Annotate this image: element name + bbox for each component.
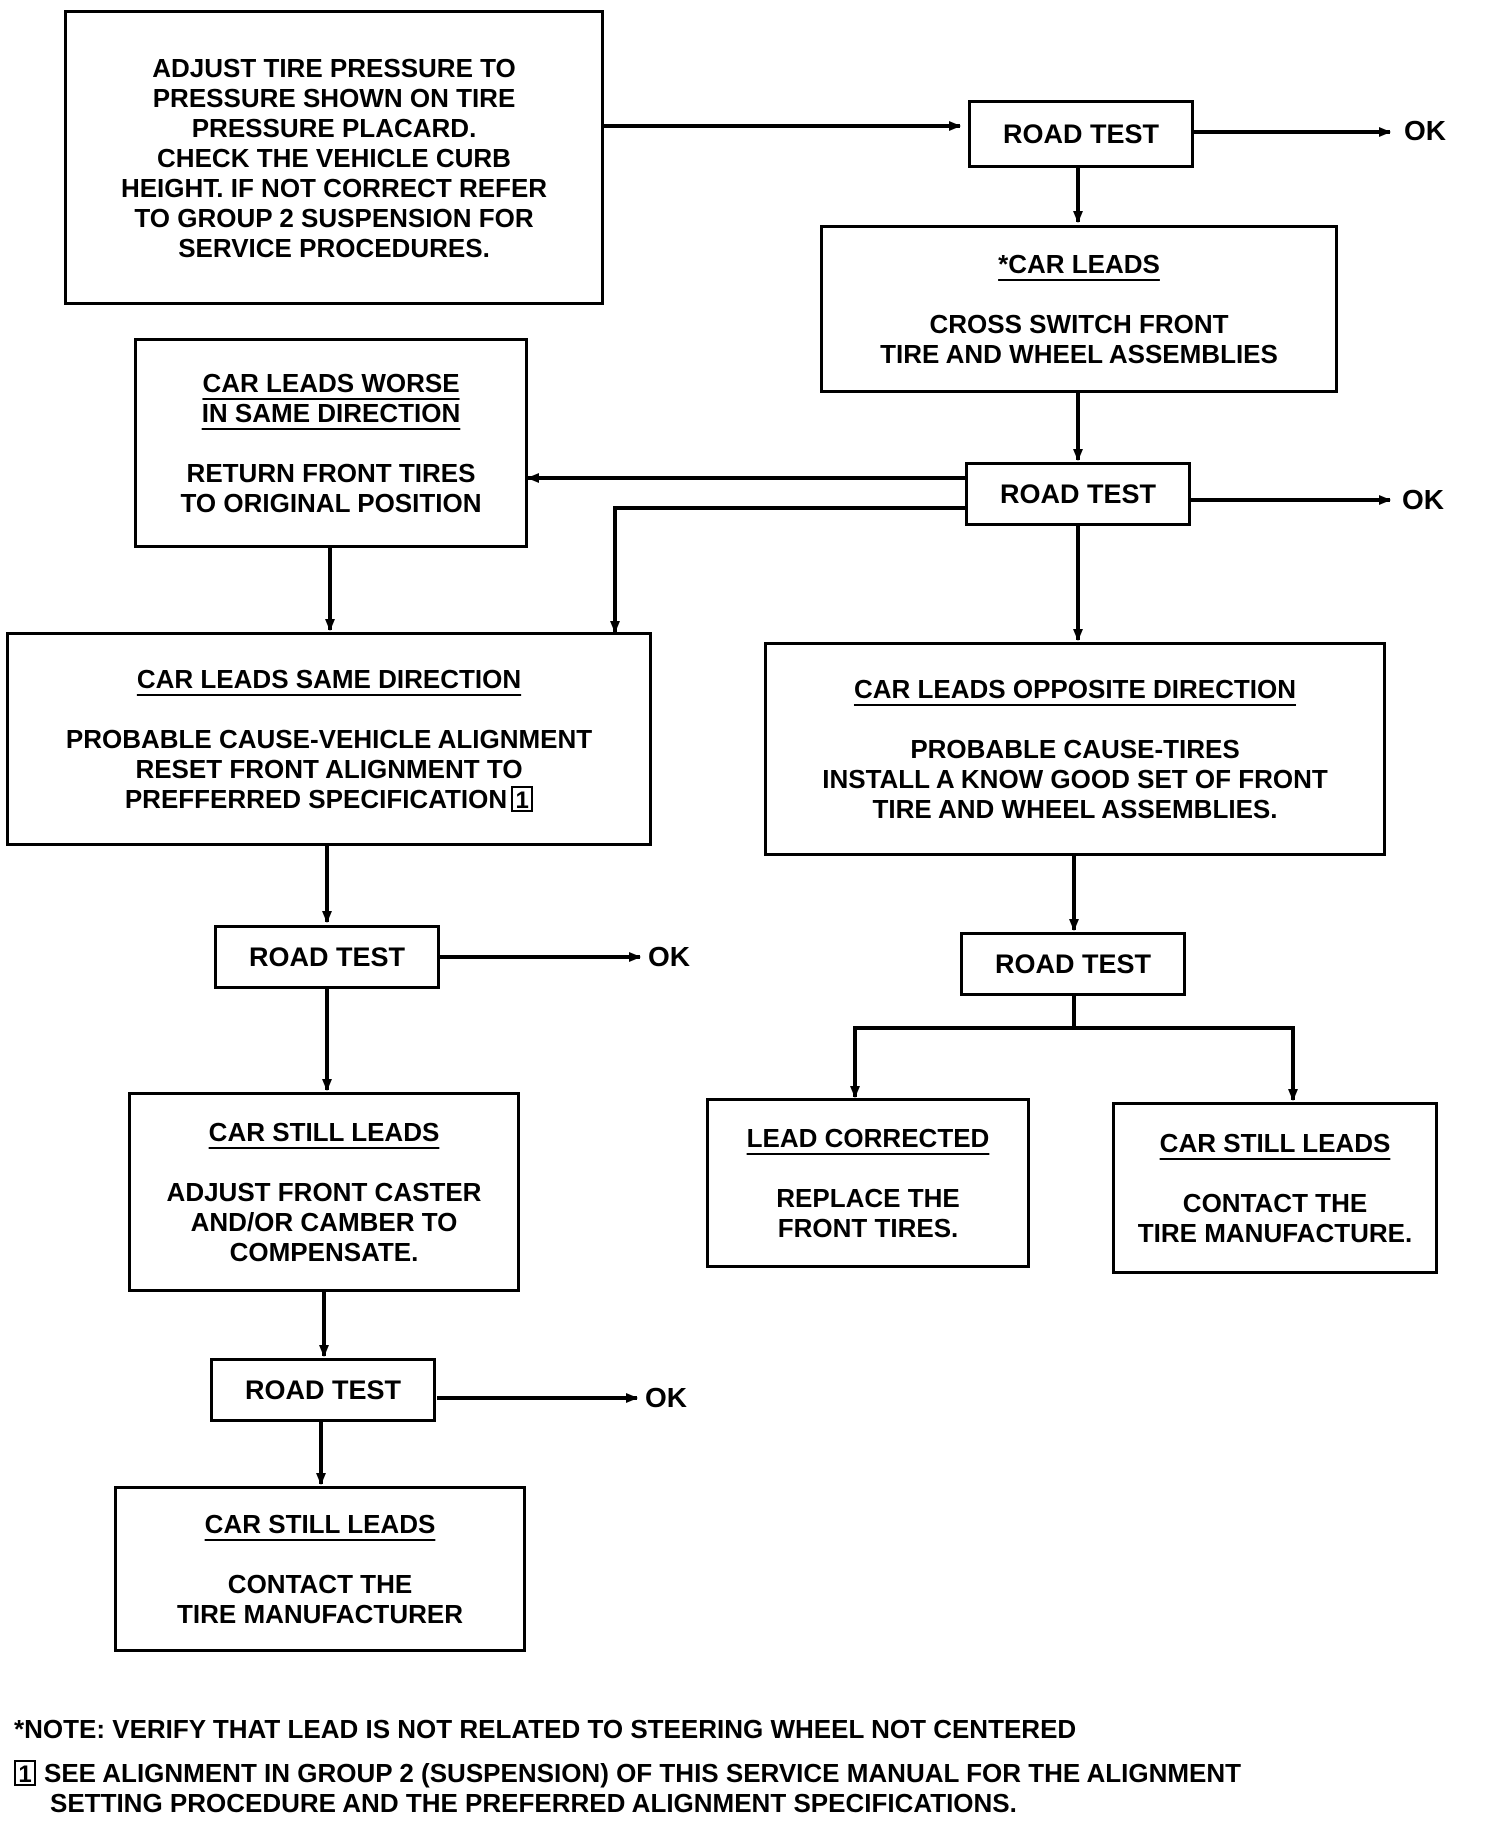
still-leads-3-line-2: TIRE MANUFACTURER — [177, 1599, 463, 1629]
ok-label-4: OK — [645, 1382, 687, 1413]
start-line-7: SERVICE PROCEDURES. — [178, 232, 490, 263]
start-line-5: HEIGHT. IF NOT CORRECT REFER — [120, 172, 548, 203]
still-leads-1-heading: CAR STILL LEADS — [208, 1117, 440, 1147]
arrow-roadtest2-to-samedir — [610, 506, 965, 633]
road-test-5-label: ROAD TEST — [244, 1375, 401, 1405]
opp-dir-heading: CAR LEADS OPPOSITE DIRECTION — [853, 674, 1297, 704]
start-line-4: CHECK THE VEHICLE CURB — [157, 142, 511, 173]
road-test-2-box: ROAD TEST — [965, 462, 1191, 526]
car-still-leads-2-box: CAR STILL LEADS CONTACT THE TIRE MANUFAC… — [1112, 1102, 1438, 1274]
still-leads-3-line-1: CONTACT THE — [227, 1569, 413, 1599]
opp-dir-line-2: INSTALL A KNOW GOOD SET OF FRONT — [822, 764, 1328, 794]
note-alignment-reference: 1 SEE ALIGNMENT IN GROUP 2 (SUSPENSION) O… — [14, 1758, 1241, 1788]
start-adjust-tire-pressure-box: ADJUST TIRE PRESSURE TO PRESSURE SHOWN O… — [64, 10, 604, 305]
start-line-1: ADJUST TIRE PRESSURE TO — [152, 52, 516, 83]
ok-label-1: OK — [1404, 115, 1446, 146]
road-test-4-box: ROAD TEST — [960, 932, 1186, 996]
footnote-ref-2: 1 — [14, 1760, 36, 1788]
road-test-3-label: ROAD TEST — [248, 942, 405, 972]
worse-heading-line-1: CAR LEADS WORSE — [202, 368, 460, 398]
same-dir-heading: CAR LEADS SAME DIRECTION — [136, 664, 522, 694]
car-leads-line-2: TIRE AND WHEEL ASSEMBLIES — [880, 339, 1278, 369]
car-still-leads-3-box: CAR STILL LEADS CONTACT THE TIRE MANUFAC… — [114, 1486, 526, 1652]
car-leads-worse-box: CAR LEADS WORSE IN SAME DIRECTION RETURN… — [134, 338, 528, 548]
same-dir-line-3-text: PREFFERRED SPECIFICATION — [124, 784, 508, 814]
car-leads-box: *CAR LEADS CROSS SWITCH FRONT TIRE AND W… — [820, 225, 1338, 393]
worse-line-1: RETURN FRONT TIRES — [186, 458, 476, 488]
road-test-5-box: ROAD TEST — [210, 1358, 436, 1422]
note-steering-wheel: *NOTE: VERIFY THAT LEAD IS NOT RELATED T… — [14, 1714, 1077, 1744]
start-line-2: PRESSURE SHOWN ON TIRE — [152, 82, 516, 113]
still-leads-2-line-1: CONTACT THE — [1182, 1188, 1368, 1218]
road-test-1-box: ROAD TEST — [968, 100, 1194, 168]
lead-corrected-line-2: FRONT TIRES. — [777, 1213, 959, 1243]
car-leads-heading: *CAR LEADS — [998, 249, 1160, 279]
note-alignment-line-2: SETTING PROCEDURE AND THE PREFERRED ALIG… — [50, 1788, 1017, 1818]
note-alignment-line-1: SEE ALIGNMENT IN GROUP 2 (SUSPENSION) OF… — [44, 1758, 1242, 1788]
car-leads-opposite-direction-box: CAR LEADS OPPOSITE DIRECTION PROBABLE CA… — [764, 642, 1386, 856]
start-line-3: PRESSURE PLACARD. — [191, 112, 477, 143]
road-test-4-label: ROAD TEST — [994, 949, 1151, 979]
road-test-2-label: ROAD TEST — [999, 479, 1156, 509]
same-dir-line-2: RESET FRONT ALIGNMENT TO — [135, 754, 523, 784]
worse-line-2: TO ORIGINAL POSITION — [180, 488, 482, 518]
lead-corrected-box: LEAD CORRECTED REPLACE THE FRONT TIRES. — [706, 1098, 1030, 1268]
opp-dir-line-1: PROBABLE CAUSE-TIRES — [910, 734, 1240, 764]
lead-corrected-line-1: REPLACE THE — [776, 1183, 960, 1213]
arrow-roadtest4-to-leadcorrected — [850, 994, 1076, 1098]
still-leads-2-heading: CAR STILL LEADS — [1159, 1128, 1391, 1158]
footnote-ref-1: 1 — [511, 786, 534, 814]
ok-label-3: OK — [648, 941, 690, 972]
still-leads-2-line-2: TIRE MANUFACTURE. — [1137, 1218, 1413, 1248]
road-test-1-label: ROAD TEST — [1002, 119, 1159, 149]
worse-heading-line-2: IN SAME DIRECTION — [201, 398, 461, 428]
opp-dir-line-3: TIRE AND WHEEL ASSEMBLIES. — [872, 794, 1278, 824]
still-leads-1-line-3: COMPENSATE. — [229, 1237, 419, 1267]
still-leads-1-line-2: AND/OR CAMBER TO — [190, 1207, 458, 1237]
arrow-roadtest4-to-stillleads2 — [1074, 1026, 1298, 1101]
car-still-leads-1-box: CAR STILL LEADS ADJUST FRONT CASTER AND/… — [128, 1092, 520, 1292]
road-test-3-box: ROAD TEST — [214, 925, 440, 989]
ok-label-2: OK — [1402, 484, 1444, 515]
start-line-6: TO GROUP 2 SUSPENSION FOR — [134, 202, 534, 233]
car-leads-same-direction-box: CAR LEADS SAME DIRECTION PROBABLE CAUSE-… — [6, 632, 652, 846]
lead-corrected-heading: LEAD CORRECTED — [746, 1123, 990, 1153]
still-leads-1-line-1: ADJUST FRONT CASTER — [166, 1177, 482, 1207]
car-leads-line-1: CROSS SWITCH FRONT — [929, 309, 1229, 339]
still-leads-3-heading: CAR STILL LEADS — [204, 1509, 436, 1539]
same-dir-line-1: PROBABLE CAUSE-VEHICLE ALIGNMENT — [65, 724, 593, 754]
